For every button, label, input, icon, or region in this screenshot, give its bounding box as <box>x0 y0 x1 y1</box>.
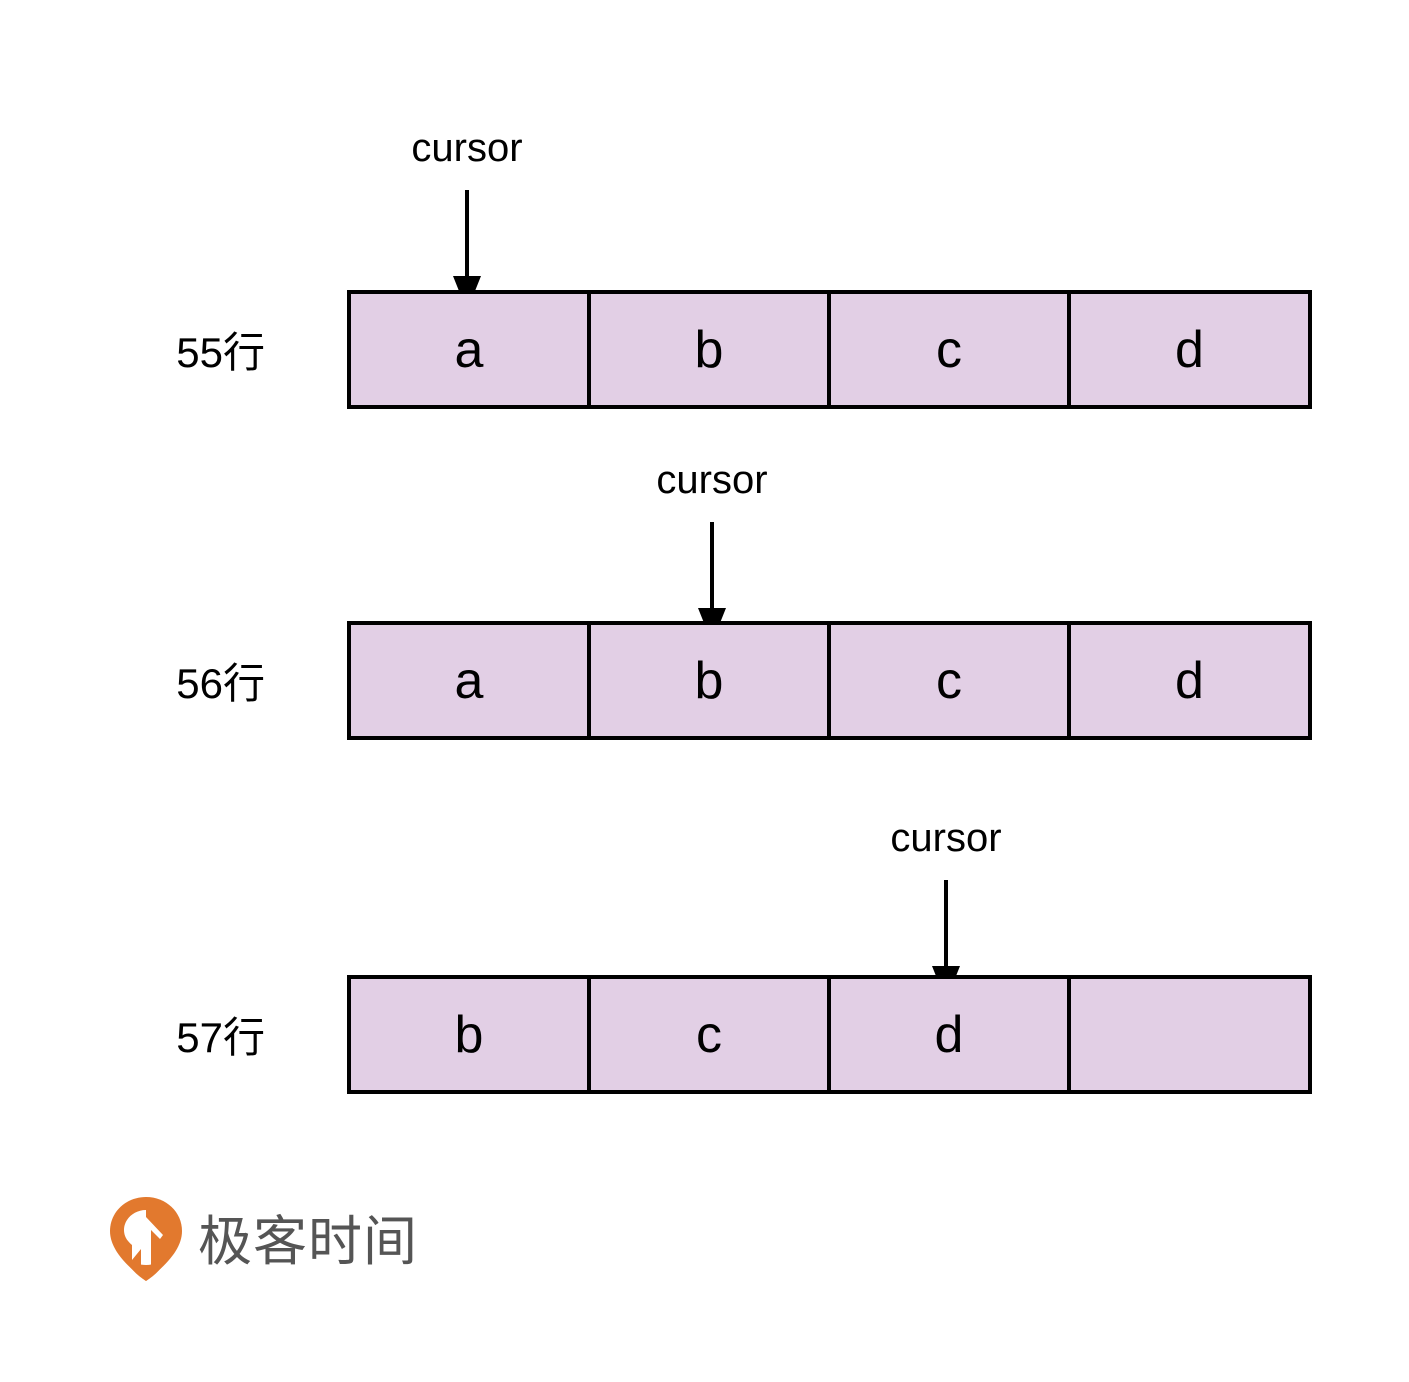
array-row-57: b c d <box>347 975 1312 1094</box>
geektime-logo-text: 极客时间 <box>198 1211 418 1272</box>
array-row-55: a b c d <box>347 290 1312 409</box>
geektime-logo: 极客时间 <box>108 1196 418 1287</box>
geektime-pin-icon <box>108 1196 184 1287</box>
row-label-55: 55行 <box>176 329 265 376</box>
array-cell[interactable]: b <box>351 979 591 1090</box>
array-cell[interactable] <box>1071 979 1308 1090</box>
array-cell[interactable]: a <box>351 625 591 736</box>
array-cell[interactable]: b <box>591 294 831 405</box>
array-cell[interactable]: b <box>591 625 831 736</box>
array-cell[interactable]: c <box>831 294 1071 405</box>
array-cell[interactable]: d <box>831 979 1071 1090</box>
row-label-57: 57行 <box>176 1014 265 1061</box>
cursor-label: cursor <box>890 816 1002 860</box>
array-cell[interactable]: a <box>351 294 591 405</box>
cursor-label: cursor <box>656 458 768 502</box>
cursor-label: cursor <box>411 126 523 170</box>
row-label-56: 56行 <box>176 660 265 707</box>
array-cell[interactable]: d <box>1071 294 1308 405</box>
array-cell[interactable]: d <box>1071 625 1308 736</box>
array-row-56: a b c d <box>347 621 1312 740</box>
array-cell[interactable]: c <box>591 979 831 1090</box>
array-cell[interactable]: c <box>831 625 1071 736</box>
